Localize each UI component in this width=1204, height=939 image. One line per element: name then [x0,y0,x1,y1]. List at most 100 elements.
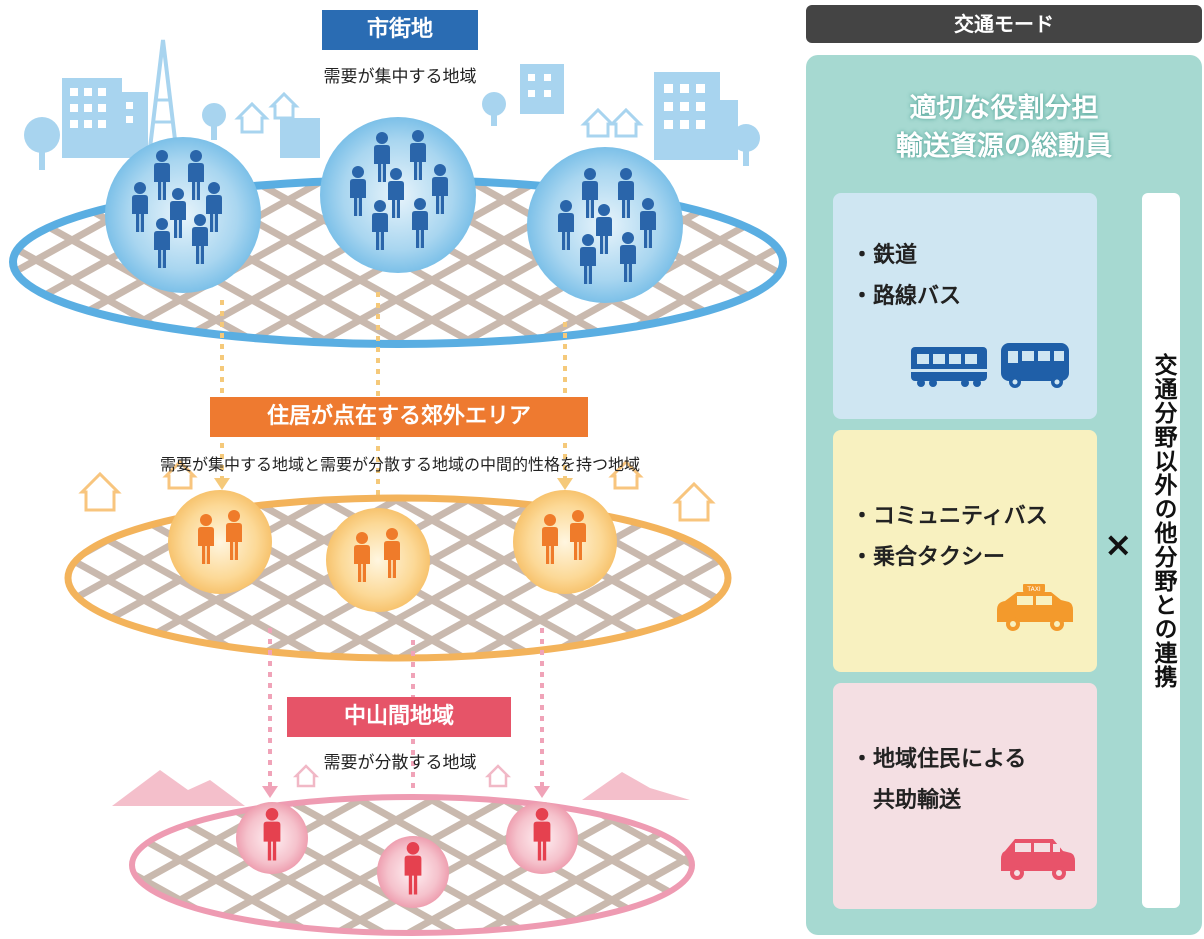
person-body [188,163,204,200]
mode-list-community: コミュニティバス 乗合タクシー [851,496,1048,578]
mode-item-railway: 鉄道 [851,235,961,276]
tier-desc-rural: 需要が分散する地域 [323,753,477,773]
person-body [533,821,551,861]
tier-badge-rural: 中山間地域 [287,697,511,737]
suburb-demand-bubbles [168,490,617,612]
mountains [112,770,690,806]
person-icon [620,168,632,180]
person-icon [414,198,426,210]
person-body [198,527,214,564]
person-icon [406,842,420,855]
demand-diagram: 市街地 需要が集中する地域 住居が点在する郊外エリア 需要が集中する地域と需要が… [9,10,787,936]
transport-mode-panel: 適切な役割分担 輸送資源の総動員 鉄道 路線バス コミュニティバス [806,55,1202,935]
bus-icon [1001,343,1069,388]
mode-list-rail-bus: 鉄道 路線バス [851,235,961,317]
diagram-graphics [9,39,787,936]
person-icon [208,182,220,194]
mode-group-community: コミュニティバス 乗合タクシー TAXI [833,430,1097,672]
person-body [154,231,170,268]
person-icon [156,218,168,230]
city-skyline [24,39,760,170]
mode-item-local-residents: 地域住民による [851,739,1026,780]
person-body [596,217,612,254]
person-body [350,179,366,216]
rural-houses [292,764,512,788]
person-body [154,163,170,200]
person-icon [265,808,279,821]
person-icon [190,150,202,162]
person-body [542,527,558,564]
train-icon [911,347,987,387]
person-icon [228,510,240,522]
person-icon [156,150,168,162]
person-body [640,211,656,248]
person-body [558,213,574,250]
person-icon [535,808,549,821]
person-icon [356,532,368,544]
person-icon [390,168,402,180]
person-icon [374,200,386,212]
person-body [354,545,370,582]
person-icon [544,514,556,526]
person-body [580,247,596,284]
person-body [618,181,634,218]
mode-group-rail-bus: 鉄道 路線バス [833,193,1097,419]
person-body [404,855,422,895]
mode-title: 適切な役割分担 輸送資源の総動員 [806,90,1202,166]
person-icon [352,166,364,178]
tier-desc-suburb: 需要が集中する地域と需要が分散する地域の中間的性格を持つ地域 [159,455,640,474]
person-body [432,177,448,214]
person-icon [194,214,206,226]
person-body [620,245,636,282]
person-icon [582,234,594,246]
train-bus-icons [911,343,1069,388]
person-body [374,145,390,182]
tier-badge-city: 市街地 [322,10,478,50]
city-people [132,130,656,284]
collaboration-text: 交通分野以外の他分野との連携 [1150,353,1176,689]
mode-item-shared-taxi: 乗合タクシー [851,537,1048,578]
person-body [412,211,428,248]
person-body [372,213,388,250]
collaboration-strip: 交通分野以外の他分野との連携 [1142,193,1180,908]
tier-desc-city: 需要が集中する地域 [323,67,477,87]
person-icon [642,198,654,210]
person-body [263,821,281,861]
person-body [170,201,186,238]
person-icon [172,188,184,200]
person-icon [598,204,610,216]
mode-item-community-bus: コミュニティバス [851,496,1048,537]
suburb-houses [78,459,716,522]
person-body [384,541,400,578]
mode-item-mutual-transport: 共助輸送 [873,788,962,813]
taxi-sign: TAXI [1026,586,1040,593]
person-body [388,181,404,218]
mode-list-mutual-aid: 地域住民による 共助輸送 [851,739,1026,821]
taxi-icon: TAXI [997,584,1073,631]
person-icon [434,164,446,176]
person-body [192,227,208,264]
suburb-people [198,510,586,582]
mode-group-mutual-aid: 地域住民による 共助輸送 [833,683,1097,909]
person-icon [200,514,212,526]
times-connector: × [1104,525,1133,565]
person-icon [622,232,634,244]
car-icon [1001,839,1075,880]
rural-people [263,808,551,895]
mode-item-route-bus: 路線バス [851,276,961,317]
mode-title-line-2: 輸送資源の総動員 [896,131,1112,162]
person-icon [134,182,146,194]
person-body [570,523,586,560]
person-body [132,195,148,232]
person-icon [412,130,424,142]
person-body [582,181,598,218]
person-icon [572,510,584,522]
mode-title-line-1: 適切な役割分担 [909,93,1099,124]
person-icon [376,132,388,144]
transport-mode-header: 交通モード [806,5,1202,43]
person-body [206,195,222,232]
person-icon [560,200,572,212]
tier-badge-suburb: 住居が点在する郊外エリア [210,397,588,437]
person-icon [386,528,398,540]
person-body [410,143,426,180]
